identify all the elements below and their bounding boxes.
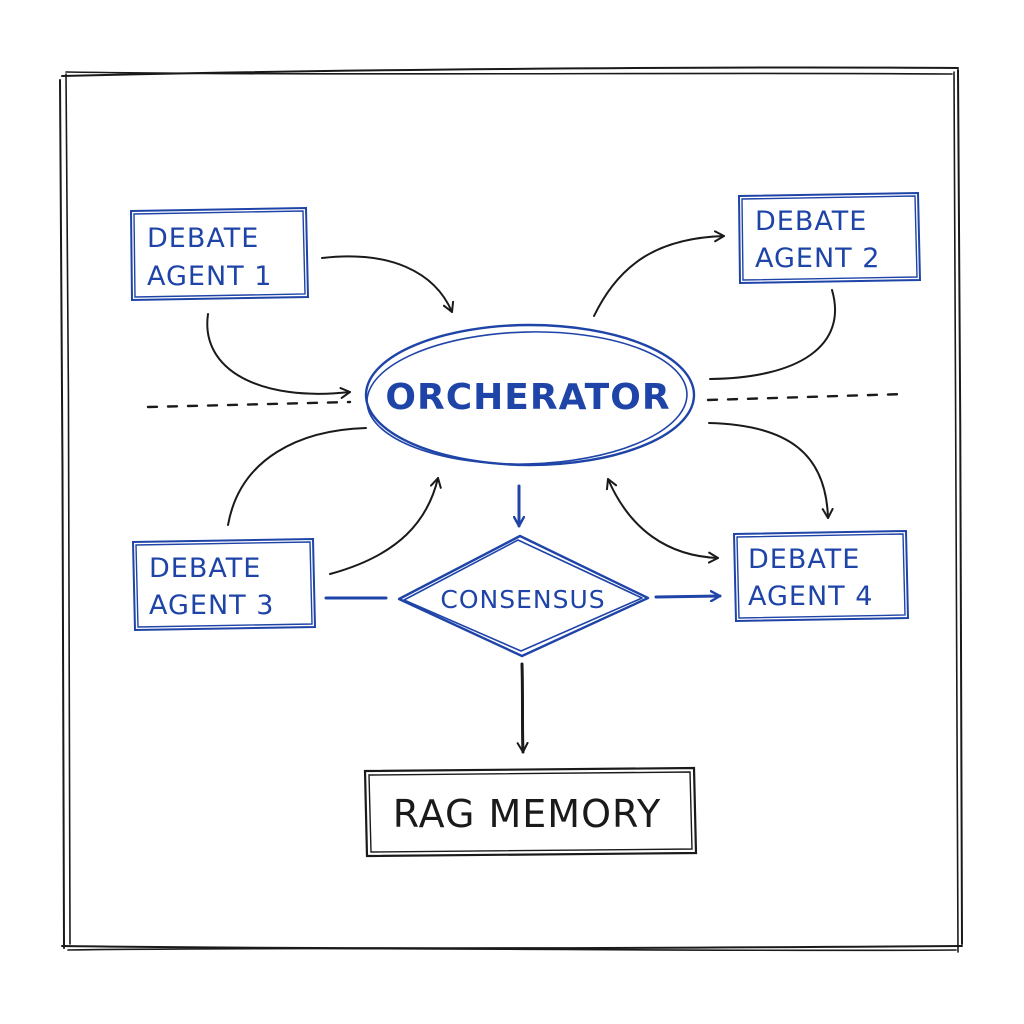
debate-agent-4-box: DEBATE AGENT 4 (732, 529, 910, 623)
agent-2-number: AGENT 2 (755, 243, 880, 274)
agent-3-title: DEBATE (149, 553, 261, 584)
agent-4-number: AGENT 4 (748, 581, 873, 612)
dashed-divider (146, 392, 907, 409)
orchestrator-node: ORCHERATOR (364, 323, 696, 467)
arrow-orchestrator-to-agent2 (593, 230, 725, 317)
agent-4-title: DEBATE (748, 544, 860, 575)
outer-frame (59, 66, 963, 953)
arrow-agent2-to-orchestrator (709, 289, 837, 380)
agent-2-title: DEBATE (755, 206, 867, 237)
agent-1-title: DEBATE (147, 223, 259, 254)
debate-agent-2-box: DEBATE AGENT 2 (737, 191, 922, 285)
arrow-agent3-from-orchestrator (227, 427, 367, 526)
arrow-orchestrator-agent4-bidirectional (605, 478, 719, 564)
arrow-agent1-lower-to-orchestrator (206, 313, 351, 399)
arrow-consensus-to-agent4 (654, 596, 722, 597)
orchestrator-label: ORCHERATOR (385, 377, 670, 418)
arrow-agent1-to-orchestrator (321, 255, 455, 313)
rag-memory-node: RAG MEMORY (363, 766, 698, 858)
consensus-node: CONSENSUS (397, 534, 650, 658)
debate-agent-3-box: DEBATE AGENT 3 (131, 537, 317, 632)
arrow-orchestrator-to-agent4 (708, 422, 834, 519)
agent-3-number: AGENT 3 (149, 590, 274, 621)
debate-agent-1-box: DEBATE AGENT 1 (129, 206, 310, 302)
consensus-label: CONSENSUS (440, 585, 605, 614)
agent-1-number: AGENT 1 (147, 261, 272, 292)
arrow-consensus-to-rag-memory (516, 662, 529, 754)
rag-memory-label: RAG MEMORY (393, 792, 661, 836)
arrow-agent3-to-orchestrator (329, 477, 442, 575)
